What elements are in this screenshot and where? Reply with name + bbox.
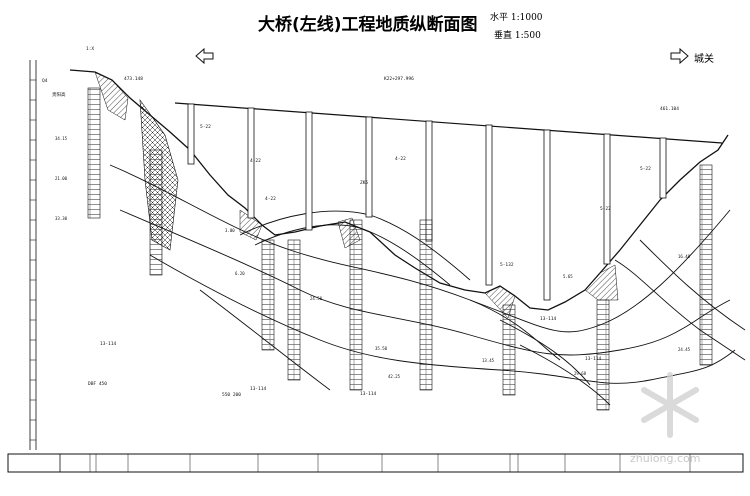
svg-text:Q4: Q4 (42, 78, 48, 84)
ground-surface-line (69, 69, 729, 311)
arrow-left-icon (195, 47, 214, 65)
svg-text:4-22: 4-22 (250, 158, 261, 164)
svg-text:13-114: 13-114 (100, 341, 117, 347)
boreholes (87, 87, 713, 411)
svg-text:21.00: 21.00 (55, 176, 68, 181)
svg-text:33.30: 33.30 (55, 216, 68, 221)
bridge-piers (187, 103, 667, 301)
bridge-deck-line (174, 102, 723, 144)
elevation-ruler (29, 60, 37, 450)
svg-text:24.45: 24.45 (678, 347, 691, 352)
station-band (7, 453, 744, 473)
svg-text:13.45: 13.45 (482, 358, 495, 363)
svg-text:3.00: 3.00 (225, 228, 235, 233)
stratum-boundaries (109, 164, 746, 406)
svg-text:6.20: 6.20 (235, 271, 245, 276)
svg-text:35.50: 35.50 (375, 346, 388, 351)
svg-text:29.68: 29.68 (574, 371, 587, 376)
svg-text:34.15: 34.15 (55, 136, 68, 141)
svg-text:5-132: 5-132 (500, 262, 514, 268)
watermark-text: zhulong.com (630, 452, 700, 465)
svg-text:473.148: 473.148 (124, 76, 143, 82)
svg-text:550 200: 550 200 (222, 392, 241, 398)
svg-text:5-22: 5-22 (640, 166, 651, 172)
svg-text:4-22: 4-22 (265, 196, 276, 202)
svg-text:13-114: 13-114 (585, 356, 602, 362)
arrow-right-icon (670, 47, 689, 65)
svg-text:4-22: 4-22 (395, 156, 406, 162)
left-abutment-label: 贵阳高 (52, 91, 66, 98)
drawing-title: 大桥(左线)工程地质纵断面图 (258, 14, 478, 35)
svg-text:24.50: 24.50 (310, 296, 323, 301)
svg-text:13-114: 13-114 (540, 316, 557, 322)
svg-text:13-114: 13-114 (360, 391, 377, 397)
svg-text:5-22: 5-22 (600, 206, 611, 212)
svg-text:16.48: 16.48 (678, 254, 691, 259)
svg-text:13-114: 13-114 (250, 386, 267, 392)
snowflake-logo-icon (641, 372, 699, 438)
svg-text:42.25: 42.25 (388, 374, 401, 379)
svg-text:ZK5: ZK5 (360, 180, 368, 186)
svg-text:461.104: 461.104 (660, 106, 679, 112)
right-direction-label: 城关 (694, 52, 714, 65)
svg-text:5.65: 5.65 (563, 274, 573, 279)
annotations: 1:X Q4 贵阳高 473.148 K22+297.996 461.104 5… (42, 46, 691, 398)
horizontal-scale: 水平 1:1000 (490, 11, 543, 23)
vertical-scale: 垂直 1:500 (494, 29, 541, 41)
svg-text:K22+297.996: K22+297.996 (384, 76, 414, 82)
svg-text:DBF 450: DBF 450 (88, 381, 107, 387)
svg-text:1:X: 1:X (86, 46, 94, 52)
svg-text:5-22: 5-22 (200, 124, 211, 130)
